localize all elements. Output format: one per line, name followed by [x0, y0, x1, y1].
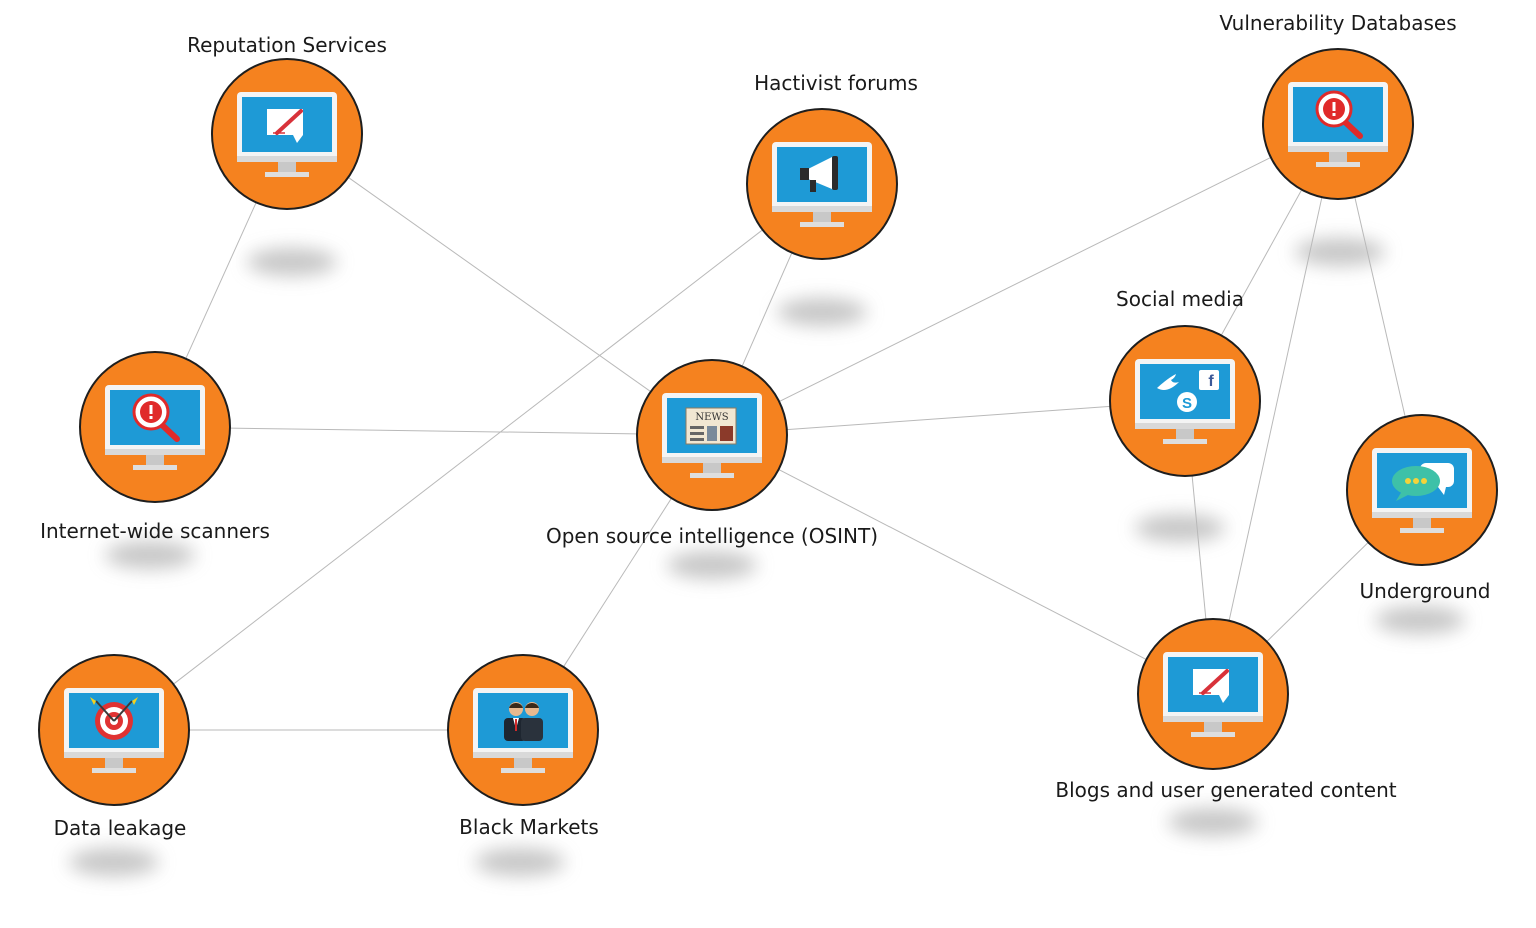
node-blackmarkets: Black Markets	[447, 654, 599, 839]
edge-reputation-scanners	[185, 202, 257, 359]
megaphone-icon	[800, 156, 838, 192]
node-label-blogs: Blogs and user generated content	[1055, 778, 1396, 802]
monitor-icon	[473, 688, 573, 773]
node-osint: NEWS Open source intelligence (OSINT)	[546, 359, 878, 548]
node-label-osint: Open source intelligence (OSINT)	[546, 524, 878, 548]
monitor-icon	[772, 142, 872, 227]
node-shadow	[1135, 514, 1225, 542]
node-label-scanners: Internet-wide scanners	[40, 519, 270, 543]
svg-text:S: S	[1182, 395, 1192, 412]
target-icon	[90, 697, 138, 740]
edge-vulndb-social	[1220, 189, 1303, 336]
node-shadow	[777, 298, 867, 326]
monitor-icon	[237, 92, 337, 177]
edge-osint-blogs	[778, 468, 1147, 661]
node-vulndb: Vulnerability Databases	[1219, 11, 1457, 200]
node-scanners: Internet-wide scanners	[40, 351, 270, 543]
edge-scanners-osint	[229, 427, 638, 435]
chat-bubbles-icon	[1392, 463, 1454, 501]
monitor-icon: NEWS	[662, 393, 762, 478]
edge-osint-social	[786, 405, 1111, 431]
monitor-icon	[1163, 652, 1263, 737]
edge-hactivist-leakage	[173, 229, 763, 685]
edge-hactivist-osint	[741, 252, 793, 367]
edge-osint-blackmarkets	[563, 497, 672, 668]
svg-text:f: f	[1208, 373, 1214, 390]
node-shadow	[1375, 606, 1465, 634]
monitor-icon	[1288, 82, 1388, 167]
node-social: fS Social media	[1109, 287, 1261, 477]
connection-lines	[173, 156, 1406, 731]
node-label-social: Social media	[1116, 287, 1244, 311]
node-label-reputation: Reputation Services	[187, 33, 387, 57]
edit-document-icon	[1193, 669, 1229, 703]
node-shadow	[667, 551, 757, 579]
alert-magnifier-icon	[1315, 90, 1363, 139]
social-logos-icon: fS	[1157, 370, 1219, 412]
node-label-blackmarkets: Black Markets	[459, 815, 599, 839]
node-shadow	[475, 848, 565, 876]
node-shadow	[69, 848, 159, 876]
node-leakage: Data leakage	[38, 654, 190, 840]
node-shadow	[105, 541, 195, 569]
node-hactivist: Hactivist forums	[746, 71, 918, 260]
node-reputation: Reputation Services	[187, 33, 387, 210]
node-blogs: Blogs and user generated content	[1055, 618, 1397, 802]
news-icon-text: NEWS	[695, 412, 728, 423]
edit-document-icon	[267, 109, 303, 143]
node-label-underground: Underground	[1360, 579, 1491, 603]
edge-underground-blogs	[1266, 542, 1369, 642]
monitor-icon: fS	[1135, 359, 1235, 444]
monitor-icon	[1372, 448, 1472, 533]
edge-vulndb-osint	[778, 156, 1272, 403]
node-shadow	[247, 248, 337, 276]
businessmen-icon	[504, 702, 543, 741]
node-label-hactivist: Hactivist forums	[754, 71, 918, 95]
alert-magnifier-icon	[132, 393, 180, 442]
node-underground: Underground	[1346, 414, 1498, 603]
newspaper-icon: NEWS	[685, 407, 737, 445]
monitor-icon	[105, 385, 205, 470]
node-shadow	[1295, 238, 1385, 266]
node-shadows	[69, 238, 1465, 876]
edge-vulndb-underground	[1354, 196, 1406, 418]
node-label-vulndb: Vulnerability Databases	[1219, 11, 1456, 35]
edge-vulndb-blogs	[1228, 197, 1323, 621]
node-label-leakage: Data leakage	[54, 816, 187, 840]
edge-reputation-osint	[347, 176, 652, 393]
monitor-icon	[64, 688, 164, 773]
edge-social-blogs	[1191, 475, 1207, 620]
node-shadow	[1168, 808, 1258, 836]
